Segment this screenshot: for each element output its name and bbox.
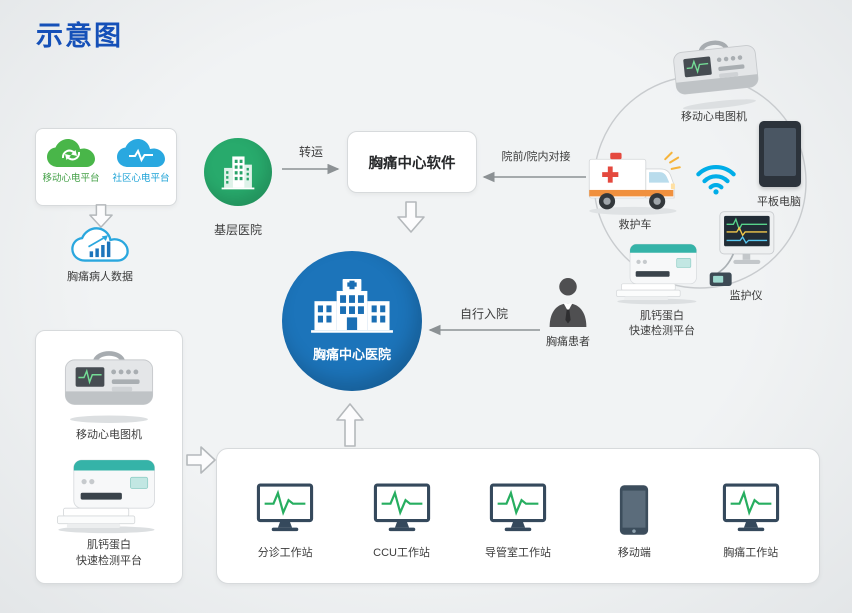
workstation-item: 移动端 bbox=[577, 477, 692, 561]
workstation-label: 分诊工作站 bbox=[257, 546, 313, 559]
tablet-icon bbox=[759, 121, 801, 187]
patient-monitor-icon bbox=[709, 211, 775, 286]
workstation-item: CCU工作站 bbox=[344, 477, 459, 561]
ambulance-label: 救护车 bbox=[618, 219, 652, 231]
left-device-panel: 移动心电图机 肌钙蛋白 快速检测平台 bbox=[35, 330, 183, 584]
workstation-monitor-icon bbox=[720, 477, 782, 537]
monitor-label: 监护仪 bbox=[729, 290, 763, 302]
blue-cloud-pulse-icon bbox=[117, 139, 165, 167]
workstation-item: 胸痛工作站 bbox=[693, 477, 808, 561]
workstation-label: 胸痛工作站 bbox=[723, 546, 779, 559]
workstation-item: 分诊工作站 bbox=[228, 477, 343, 561]
troponin-label-left-line1: 肌钙蛋白 bbox=[87, 539, 131, 552]
down-arrow-software bbox=[397, 201, 425, 233]
troponin-label-right: 肌钙蛋白 快速检测平台 bbox=[612, 309, 712, 340]
right-arrow-panel bbox=[186, 446, 216, 474]
primary-hospital-label: 基层医院 bbox=[213, 223, 262, 237]
tablet-screen bbox=[764, 128, 796, 176]
mobile-ecg-label-left: 移动心电图机 bbox=[76, 429, 142, 441]
page-title: 示意图 bbox=[36, 21, 123, 51]
center-hospital-circle: 胸痛中心医院 bbox=[282, 251, 422, 391]
mobile-ecg-icon-top bbox=[673, 40, 759, 110]
troponin-label-right-line1: 肌钙蛋白 bbox=[640, 310, 684, 322]
cloud-platform-box: 移动心电平台 社区心电平台 bbox=[35, 128, 177, 206]
workstation-label: 移动端 bbox=[617, 546, 651, 559]
patient-label: 胸痛患者 bbox=[546, 336, 590, 348]
troponin-analyzer-icon-right bbox=[616, 243, 697, 305]
mobile-ecg-platform-label: 移动心电平台 bbox=[42, 173, 100, 184]
wifi-icon bbox=[696, 164, 736, 195]
community-ecg-platform: 社区心电平台 bbox=[106, 129, 176, 205]
tablet-label: 平板电脑 bbox=[757, 196, 801, 208]
workstation-item: 导管室工作站 bbox=[460, 477, 575, 561]
ambulance-icon bbox=[588, 151, 681, 215]
patient-icon bbox=[549, 278, 587, 327]
green-cloud-sync-icon bbox=[47, 139, 95, 167]
docking-label: 院前/院内对接 bbox=[501, 151, 571, 163]
workstation-monitor-icon bbox=[371, 477, 433, 537]
mobile-ecg-icon-left bbox=[64, 351, 154, 423]
hospital-icon bbox=[311, 279, 393, 333]
patient-data-group: 胸痛病人数据 bbox=[40, 226, 160, 285]
transfer-label: 转运 bbox=[298, 145, 323, 159]
workstation-monitor-icon bbox=[487, 477, 549, 537]
workstation-panel: 分诊工作站 CCU工作站 导 bbox=[216, 448, 820, 584]
mobile-ecg-label-top: 移动心电图机 bbox=[681, 111, 747, 123]
software-label: 胸痛中心软件 bbox=[368, 155, 456, 172]
up-arrow-workstations bbox=[336, 403, 364, 447]
troponin-analyzer-icon-left bbox=[57, 460, 155, 534]
mobile-ecg-platform: 移动心电平台 bbox=[36, 129, 106, 205]
patient-data-cloud-icon bbox=[71, 227, 129, 262]
workstation-monitor-icon bbox=[254, 477, 316, 537]
workstation-label: 导管室工作站 bbox=[484, 546, 551, 559]
phone-icon bbox=[619, 477, 649, 537]
troponin-label-right-line2: 快速检测平台 bbox=[629, 325, 695, 338]
troponin-label-left-line2: 快速检测平台 bbox=[76, 554, 142, 567]
troponin-label-left: 肌钙蛋白 快速检测平台 bbox=[76, 538, 142, 569]
down-arrow-cloud bbox=[89, 204, 113, 228]
software-box: 胸痛中心软件 bbox=[347, 131, 477, 193]
community-ecg-platform-label: 社区心电平台 bbox=[112, 173, 170, 184]
self-admission-label: 自行入院 bbox=[459, 307, 508, 321]
center-hospital-label: 胸痛中心医院 bbox=[312, 347, 391, 362]
workstation-label: CCU工作站 bbox=[373, 546, 430, 559]
patient-data-label: 胸痛病人数据 bbox=[67, 271, 133, 283]
building-icon bbox=[221, 156, 255, 190]
primary-hospital-circle bbox=[204, 138, 272, 206]
